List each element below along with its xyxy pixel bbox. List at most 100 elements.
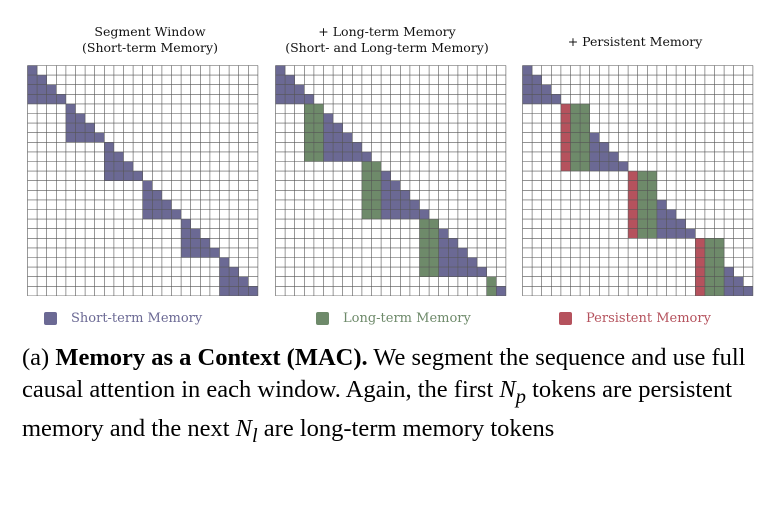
long-term-cell — [570, 113, 581, 124]
long-term-cell — [371, 161, 382, 172]
long-term-cell — [637, 180, 648, 191]
short-term-cell — [438, 228, 449, 239]
long-term-cell — [313, 151, 324, 162]
legend-label-persistent: Persistent Memory — [586, 311, 711, 326]
long-term-cell — [419, 238, 430, 248]
short-term-cell — [333, 123, 343, 133]
short-term-cell — [27, 84, 38, 95]
short-term-cell — [75, 113, 86, 124]
persistent-cell — [560, 103, 571, 114]
short-term-cell — [599, 151, 609, 162]
short-term-cell — [94, 132, 105, 143]
short-term-cell — [323, 142, 334, 152]
long-term-cell — [486, 286, 497, 296]
long-term-cell — [486, 276, 497, 287]
short-term-cell — [448, 238, 458, 248]
attention-grid-segment-window — [27, 65, 259, 296]
short-term-cell — [285, 94, 295, 104]
short-term-cell — [65, 103, 76, 114]
persistent-cell — [628, 180, 638, 191]
persistent-cell — [628, 228, 638, 239]
short-term-cell — [248, 286, 258, 296]
caption-nl-base: N — [235, 414, 252, 442]
short-term-cell — [323, 132, 334, 143]
persistent-cell — [695, 238, 705, 248]
short-term-cell — [685, 228, 696, 239]
short-term-cell — [448, 247, 458, 258]
short-term-cell — [438, 247, 449, 258]
persistent-cell — [560, 151, 571, 162]
short-term-cell — [599, 142, 609, 152]
short-term-cell — [390, 190, 401, 200]
long-term-cell — [580, 132, 590, 143]
short-term-cell — [142, 209, 153, 220]
short-term-cell — [467, 267, 478, 277]
persistent-cell — [628, 199, 638, 210]
short-term-cell — [457, 247, 468, 258]
short-term-cell — [275, 84, 286, 95]
short-term-cell — [209, 247, 220, 258]
short-term-cell — [275, 94, 286, 104]
short-term-cell — [666, 219, 677, 229]
short-term-cell — [219, 286, 230, 296]
short-term-cell — [333, 132, 343, 143]
short-term-cell — [733, 286, 744, 296]
short-term-cell — [532, 75, 542, 85]
attention-grid-long-term-memory — [275, 65, 507, 296]
short-term-cell — [477, 267, 487, 277]
short-term-cell — [656, 209, 667, 220]
short-term-cell — [104, 151, 114, 162]
short-term-cell — [522, 84, 533, 95]
short-term-cell — [219, 276, 230, 287]
long-term-cell — [304, 151, 314, 162]
persistent-cell — [695, 257, 705, 268]
short-term-cell — [589, 151, 600, 162]
short-term-cell — [152, 209, 162, 220]
short-term-cell — [323, 113, 334, 124]
short-term-cell — [104, 171, 114, 181]
short-term-cell — [285, 75, 295, 85]
long-term-cell — [429, 257, 439, 268]
short-term-cell — [448, 267, 458, 277]
long-term-cell — [419, 247, 430, 258]
long-term-cell — [313, 113, 324, 124]
long-term-cell — [714, 247, 725, 258]
short-term-cell — [142, 190, 153, 200]
caption-np-sub: p — [515, 385, 526, 408]
short-term-cell — [200, 247, 210, 258]
short-term-cell — [219, 267, 230, 277]
short-term-cell — [496, 286, 506, 296]
short-term-cell — [666, 209, 677, 220]
short-term-cell — [541, 94, 552, 104]
short-term-cell — [161, 199, 172, 210]
caption-nl-symbol: Nl — [235, 414, 258, 447]
legend-swatch-short-term — [44, 312, 57, 325]
long-term-cell — [637, 219, 648, 229]
long-term-cell — [704, 286, 715, 296]
short-term-cell — [304, 94, 314, 104]
short-term-cell — [219, 257, 230, 268]
short-term-cell — [181, 247, 191, 258]
short-term-cell — [448, 257, 458, 268]
long-term-cell — [570, 161, 581, 172]
short-term-cell — [229, 267, 239, 277]
short-term-cell — [181, 228, 191, 239]
long-term-cell — [429, 219, 439, 229]
short-term-cell — [390, 180, 401, 191]
long-term-cell — [637, 190, 648, 200]
panel-1-title-line1: Segment Window — [94, 24, 206, 39]
long-term-cell — [570, 151, 581, 162]
short-term-cell — [190, 247, 201, 258]
short-term-cell — [381, 199, 391, 210]
short-term-cell — [656, 219, 667, 229]
long-term-cell — [704, 257, 715, 268]
short-term-cell — [381, 171, 391, 181]
long-term-cell — [704, 238, 715, 248]
short-term-cell — [113, 171, 124, 181]
short-term-cell — [409, 199, 420, 210]
long-term-cell — [637, 228, 648, 239]
short-term-cell — [361, 151, 372, 162]
long-term-cell — [647, 228, 657, 239]
short-term-cell — [65, 123, 76, 133]
short-term-cell — [161, 209, 172, 220]
